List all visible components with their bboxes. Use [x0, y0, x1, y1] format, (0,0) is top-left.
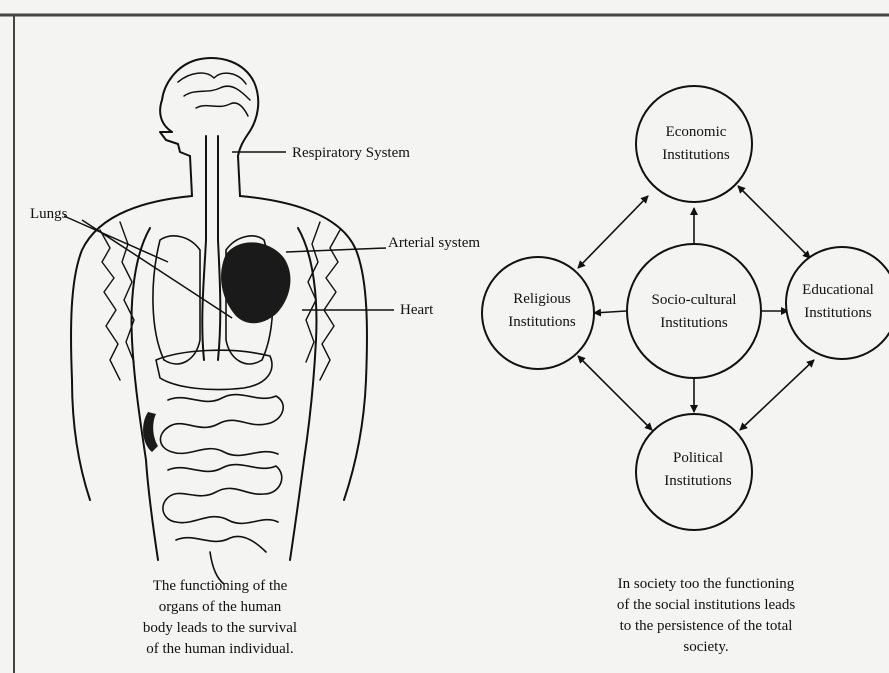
node-educational-label-2: Institutions: [804, 305, 872, 321]
node-political-label-1: Political: [673, 450, 723, 466]
lungs-leader-line-2: [82, 220, 232, 318]
node-socio-cultural-label-2: Institutions: [660, 315, 728, 331]
society-caption-line: society.: [566, 637, 846, 658]
label-heart: Heart: [400, 302, 434, 318]
organ-dark-left: [143, 412, 158, 452]
arrow-center-religious: [594, 311, 626, 313]
body-caption: The functioning of the organs of the hum…: [104, 576, 336, 660]
label-lungs: Lungs: [30, 206, 68, 222]
human-body-illustration: [71, 58, 367, 584]
society-caption: In society too the functioning of the so…: [566, 574, 846, 658]
arrow-educational-political: [740, 360, 814, 430]
node-economic-label-2: Institutions: [662, 147, 730, 163]
body-caption-line: The functioning of the: [104, 576, 336, 597]
node-political: [636, 414, 752, 530]
body-caption-line: of the human individual.: [104, 639, 336, 660]
heart-shape: [221, 242, 290, 323]
label-respiratory-system: Respiratory System: [292, 145, 410, 161]
node-socio-cultural-label-1: Socio-cultural: [652, 292, 737, 308]
node-educational: [786, 247, 889, 359]
node-economic: [636, 86, 752, 202]
society-caption-line: of the social institutions leads: [566, 595, 846, 616]
arterial-leader-line: [286, 248, 386, 252]
label-arterial-system: Arterial system: [388, 235, 480, 251]
body-caption-line: organs of the human: [104, 597, 336, 618]
society-caption-line: In society too the functioning: [566, 574, 846, 595]
arrow-religious-political: [578, 356, 652, 430]
node-educational-label-1: Educational: [802, 282, 874, 298]
node-religious-label-2: Institutions: [508, 314, 576, 330]
society-caption-line: to the persistence of the total: [566, 616, 846, 637]
node-political-label-2: Institutions: [664, 473, 732, 489]
arrow-economic-religious: [578, 196, 648, 268]
body-caption-line: body leads to the survival: [104, 618, 336, 639]
node-religious: [482, 257, 594, 369]
arrow-economic-educational: [738, 186, 810, 258]
node-religious-label-1: Religious: [513, 291, 571, 307]
node-economic-label-1: Economic: [666, 124, 727, 140]
node-socio-cultural: [627, 244, 761, 378]
